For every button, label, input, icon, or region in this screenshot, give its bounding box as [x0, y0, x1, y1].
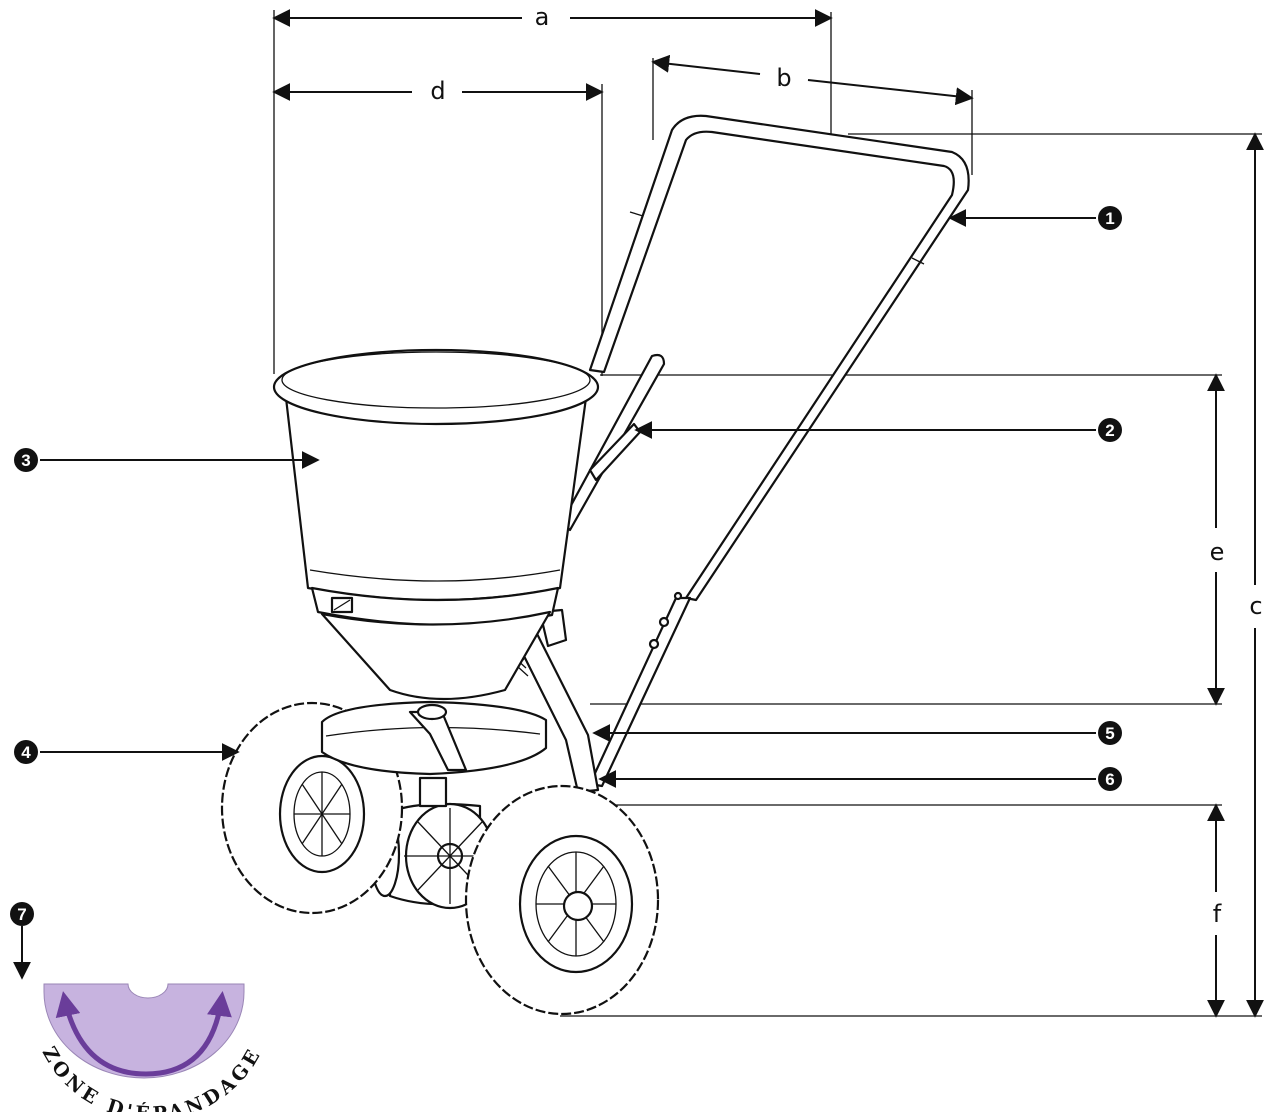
callout-7: 7: [10, 902, 34, 926]
control-lever: [560, 353, 666, 532]
callout-6-number: 6: [1105, 770, 1114, 789]
dimension-f: f: [560, 803, 1225, 1018]
dimension-a: a: [272, 3, 833, 374]
dimension-c: c: [560, 132, 1264, 1018]
callout-2-number: 2: [1105, 421, 1114, 440]
hopper: [272, 348, 600, 701]
dimension-e: e: [590, 373, 1225, 706]
dimension-d-label: d: [430, 77, 445, 105]
callout-7-number: 7: [17, 905, 26, 924]
spreader-illustration: [220, 114, 970, 1016]
dimension-b-label: b: [776, 64, 791, 92]
dimension-e-label: e: [1210, 538, 1225, 566]
callout-4-number: 4: [21, 743, 31, 762]
callout-3-number: 3: [21, 451, 30, 470]
callout-1: 1: [1098, 206, 1122, 230]
callout-3: 3: [14, 448, 38, 472]
handle-frame: [588, 114, 970, 788]
callout-2: 2: [1098, 418, 1122, 442]
spread-zone: ZONE D'ÉPANDAGE: [38, 983, 262, 1112]
dimension-f-label: f: [1213, 900, 1222, 928]
callout-5-number: 5: [1105, 724, 1114, 743]
right-wheel: [464, 784, 660, 1016]
dimension-lines: a d b c e: [272, 3, 1264, 1018]
callout-4: 4: [14, 740, 38, 764]
callout-6: 6: [1098, 767, 1122, 791]
spreader-plate: [320, 700, 548, 776]
callout-5: 5: [1098, 721, 1122, 745]
dimension-b: b: [651, 54, 974, 175]
dimension-c-label: c: [1249, 592, 1262, 620]
callout-1-number: 1: [1105, 209, 1114, 228]
dimension-a-label: a: [535, 3, 550, 31]
callout-leaders: [13, 209, 1096, 980]
dimension-d: d: [272, 77, 604, 376]
spread-zone-arrow-icon: [55, 991, 232, 1077]
